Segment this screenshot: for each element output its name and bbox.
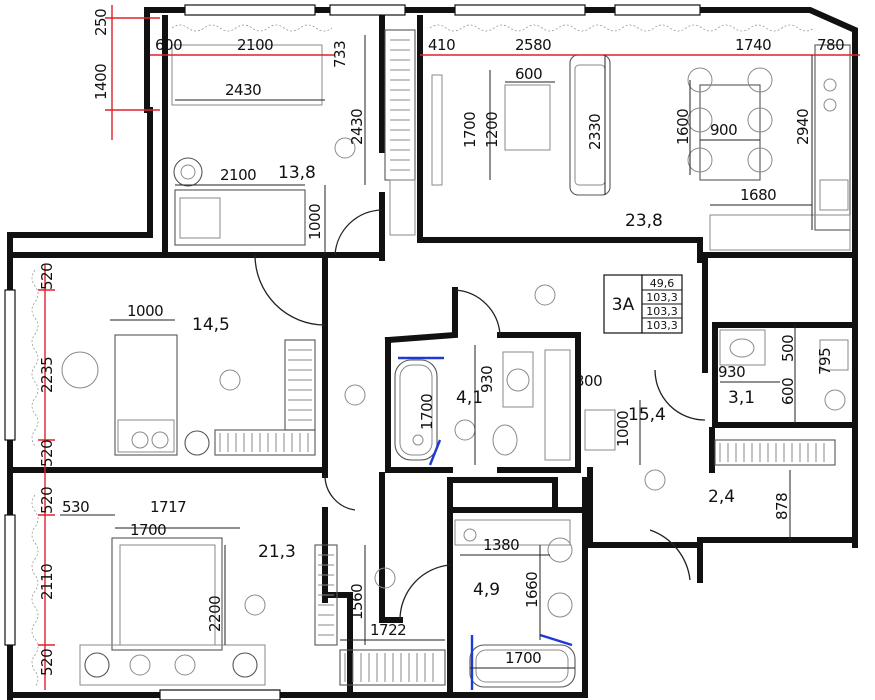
room-area-label: 3,1	[728, 388, 755, 408]
room-areas: 13,8 23,8 14,5 4,1 15,4 3,1 2,4 21,3 4,9	[192, 163, 755, 600]
area-summary-value: 103,3	[646, 305, 678, 318]
dimension-label: 2940	[794, 109, 812, 145]
dimension-label: 1722	[370, 621, 406, 639]
dimension-label: 300	[575, 372, 602, 390]
dimension-label: 1717	[150, 498, 186, 516]
room-area-label: 4,9	[473, 580, 500, 600]
dimension-label: 600	[515, 65, 542, 83]
dimension-label: 2235	[38, 357, 56, 393]
dimension-label: 878	[773, 493, 791, 520]
dimension-label: 795	[816, 348, 834, 375]
curtains	[31, 24, 815, 688]
dimension-label: 2100	[220, 166, 256, 184]
dimension-label: 1700	[505, 649, 541, 667]
room-area-label: 21,3	[258, 542, 296, 562]
furniture	[61, 29, 851, 688]
dimension-label: 2110	[38, 564, 56, 600]
dimension-label: 600	[779, 378, 797, 405]
black-dimension-texts: 733 2430 2430 600 1700 1200 2330 1600 90…	[62, 41, 834, 667]
dimension-label: 900	[710, 121, 737, 139]
dimension-label: 1200	[483, 112, 501, 148]
dimension-label: 1400	[92, 64, 110, 100]
dimension-label: 930	[478, 366, 496, 393]
dimension-label: 2430	[348, 109, 366, 145]
room-area-label: 23,8	[625, 211, 663, 231]
dimension-label: 1000	[614, 411, 632, 447]
dimension-label: 1560	[348, 584, 366, 620]
dimension-label: 2100	[237, 36, 273, 54]
area-summary-value: 49,6	[650, 277, 675, 290]
windows	[4, 4, 701, 700]
dimension-label: 1380	[483, 536, 519, 554]
dimension-label: 410	[428, 36, 455, 54]
room-area-label: 13,8	[278, 163, 316, 183]
dimension-label: 1700	[130, 521, 166, 539]
dimension-label: 2430	[225, 81, 261, 99]
dimension-label: 530	[62, 498, 89, 516]
dimension-label: 520	[38, 487, 56, 514]
dimension-label: 520	[38, 263, 56, 290]
area-summary-value: 103,3	[646, 319, 678, 332]
dimension-label: 500	[779, 335, 797, 362]
dimension-label: 2330	[586, 114, 604, 150]
dimension-label: 930	[718, 363, 745, 381]
area-summary-box: 3A 49,6 103,3 103,3 103,3	[603, 274, 683, 334]
dimension-label: 1660	[523, 572, 541, 608]
black-dimension-lines	[60, 35, 813, 669]
dimension-label: 600	[155, 36, 182, 54]
dimension-label: 1700	[461, 112, 479, 148]
room-area-label: 14,5	[192, 315, 230, 335]
room-area-label: 15,4	[628, 405, 666, 425]
dimension-label: 1000	[127, 302, 163, 320]
dimension-label: 1000	[306, 204, 324, 240]
dimension-label: 780	[817, 36, 844, 54]
doors	[254, 209, 706, 621]
dimension-label: 250	[92, 9, 110, 36]
blue-markers	[398, 356, 573, 690]
dimension-label: 520	[38, 440, 56, 467]
dimension-label: 1740	[735, 36, 771, 54]
red-dimension-lines	[38, 5, 860, 690]
dimension-label: 1700	[418, 394, 436, 430]
room-area-label: 4,1	[456, 388, 483, 408]
room-area-label: 2,4	[708, 487, 735, 507]
dimension-label: 2200	[206, 596, 224, 632]
area-summary-value: 103,3	[646, 291, 678, 304]
dimension-label: 2580	[515, 36, 551, 54]
red-dimension-texts: 250 1400 600 2100 410 2580 1740 780 520 …	[38, 9, 845, 676]
apartment-label: 3A	[612, 295, 635, 315]
dimension-label: 1600	[674, 109, 692, 145]
dimension-label: 1680	[740, 186, 776, 204]
dimension-label: 520	[38, 649, 56, 676]
walls	[7, 7, 858, 700]
dimension-label: 733	[331, 41, 349, 68]
